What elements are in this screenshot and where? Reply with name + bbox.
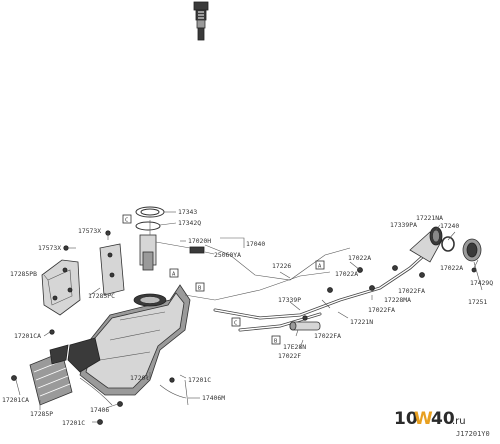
label-17221na: 17221NA [416, 214, 443, 222]
label-17226: 17226 [272, 262, 291, 270]
seal-17240 [441, 236, 455, 252]
label-17221n: 17221N [350, 318, 373, 326]
label-17285p: 17285P [30, 410, 53, 418]
filler-tube-17221n [213, 248, 432, 332]
label-17240: 17240 [440, 222, 459, 230]
label-17342q: 17342Q [178, 219, 201, 227]
label-17251: 17251 [468, 298, 487, 306]
svg-text:B: B [198, 286, 202, 292]
fuel-cap-17251 [462, 238, 482, 273]
callout-c-top: C [122, 214, 132, 224]
site-watermark: 10 W 40 .ru [394, 409, 466, 429]
svg-text:10: 10 [394, 409, 418, 429]
bracket-17285pc [99, 243, 125, 296]
callout-c-right: C [231, 317, 241, 327]
fuel-pump-assembly [135, 206, 205, 271]
label-17020h: 17020H [188, 237, 211, 245]
label-17343: 17343 [178, 208, 197, 216]
label-17406: 17406 [90, 406, 109, 414]
label-17022fa-1: 17022FA [398, 287, 425, 295]
bolt-small-icons [11, 230, 175, 425]
heat-shield-17285p [29, 344, 73, 406]
label-17339p: 17339P [278, 296, 301, 304]
svg-text:A: A [318, 264, 322, 270]
label-17285pb: 17285PB [10, 270, 37, 278]
label-17022fa-2: 17022FA [368, 306, 395, 314]
svg-text:40: 40 [431, 409, 455, 429]
svg-text:C: C [234, 321, 237, 327]
hose-17228n [289, 321, 321, 331]
fuel-tank [67, 284, 191, 396]
label-17339pa: 17339PA [390, 221, 417, 229]
label-17406m: 17406M [202, 394, 225, 402]
bolt-icon [193, 1, 209, 41]
svg-text:.ru: .ru [452, 416, 466, 427]
callout-a-top: A [169, 268, 179, 278]
filler-neck-17221na [409, 226, 443, 263]
label-17201ca-bottom: 17201CA [2, 396, 29, 404]
callout-b-right: B [271, 335, 281, 345]
callout-b-top: B [195, 282, 205, 292]
label-17573x-top: 17573X [78, 227, 101, 235]
label-17022f: 17022F [278, 352, 301, 360]
vent-tube-17226 [184, 244, 351, 301]
svg-text:W: W [414, 409, 433, 429]
label-17201c-bottom: 17201C [62, 419, 85, 427]
label-17040: 17040 [246, 240, 265, 248]
label-17228n: 17E28N [283, 343, 306, 351]
label-17022a-2: 17022A [335, 270, 358, 278]
callout-a-right: A [315, 260, 325, 270]
label-17022a-1: 17022A [348, 254, 371, 262]
bracket-17285pb [41, 259, 81, 316]
label-17022a-3: 17022A [440, 264, 463, 272]
svg-text:C: C [125, 218, 128, 224]
svg-text:B: B [274, 339, 278, 345]
part-labels: 17343 17342Q 17020H 17040 25060YA 17573X… [2, 208, 493, 427]
svg-text:A: A [172, 272, 176, 278]
label-17429q: 17429Q [470, 279, 493, 287]
label-17201ca-top: 17201CA [14, 332, 41, 340]
clamp-icons [302, 265, 425, 321]
tank-strap-17406 [79, 377, 189, 406]
label-17201c-right: 17201C [188, 376, 211, 384]
leader-lines [15, 211, 483, 423]
label-17228ma: 17228MA [384, 296, 411, 304]
connector-25060ya [189, 246, 205, 254]
label-17285pc: 17285PC [88, 292, 115, 300]
label-17573x-left: 17573X [38, 244, 61, 252]
label-25060ya: 25060YA [214, 251, 241, 259]
label-17022fa-3: 17022FA [314, 332, 341, 340]
label-17201: 1720ł [130, 374, 149, 382]
diagram-code: J17201Y0 [456, 430, 490, 438]
